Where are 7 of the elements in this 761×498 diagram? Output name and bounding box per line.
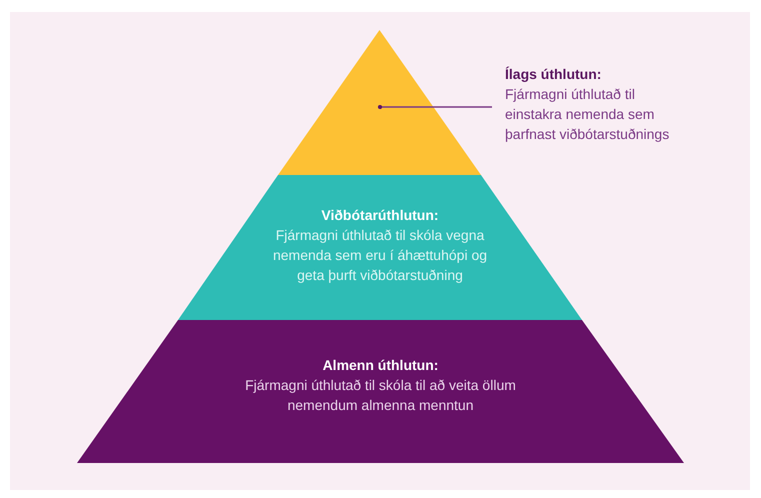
tier-description: Fjármagni úthlutað til skóla til að veita öllum nemendum almenna menntun	[244, 376, 517, 415]
tier-heading: Almenn úthlutun:	[322, 356, 440, 375]
tier-heading: Viðbótarúthlutun:	[320, 206, 440, 225]
tier-description: Fjármagni úthlutað til skóla vegna nemenda sem eru í áhættuhópi og geta þurft viðbótarstuðning	[272, 226, 488, 285]
leader-line	[378, 104, 492, 110]
tier-heading: Ílags úthlutun:	[505, 65, 602, 84]
tier-description: Fjármagni úthlutað til einstakra nemenda sem þarfnast viðbótarstuðnings	[505, 85, 670, 144]
